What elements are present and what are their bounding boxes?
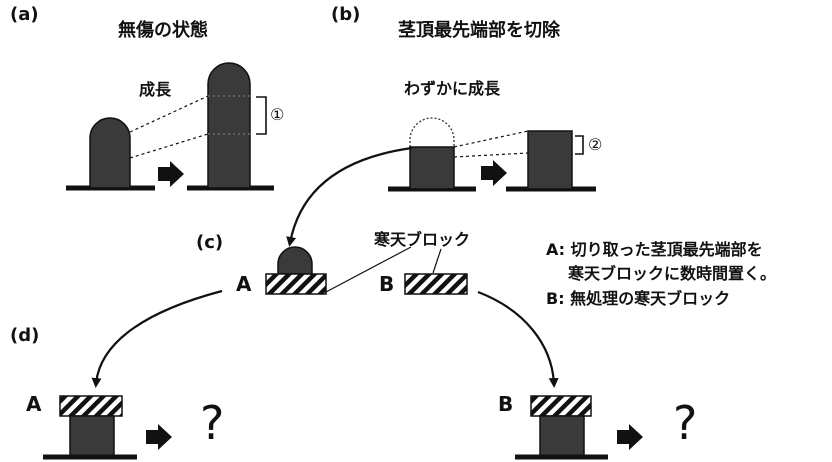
growth-guide-line: [129, 133, 209, 159]
panel-a-title: 無傷の状態: [118, 20, 208, 41]
legend-line-a-cont: 寒天ブロックに数時間置く。: [568, 264, 777, 283]
arrow-right: [481, 160, 507, 186]
stem-short: [89, 117, 131, 189]
arrow-right: [158, 161, 184, 187]
panel-c-label: (c): [196, 232, 224, 253]
bracket: [575, 135, 584, 155]
panel-d-right: [515, 395, 643, 460]
panel-d-label: (d): [10, 325, 40, 346]
agar-block-label: 寒天ブロック: [374, 230, 471, 249]
agar-block-b-on-stem: [530, 395, 592, 417]
block-b-label: B: [379, 272, 395, 296]
panel-d-right-label: B: [498, 392, 514, 416]
decapitated-stem: [69, 415, 115, 457]
panel-b-label: (b): [331, 4, 361, 25]
panel-b-title: 茎頂最先端部を切除: [398, 20, 560, 41]
curved-arrow-b-to-c: [286, 146, 413, 247]
panel-a: [66, 62, 274, 191]
legend-line-b: B: 無処理の寒天ブロック: [546, 289, 731, 308]
curved-arrow-b-to-d: [477, 290, 559, 388]
panel-d-left-label: A: [26, 392, 42, 416]
excised-tip: [277, 246, 313, 275]
agar-pointer-line: [432, 248, 442, 274]
removed-tip-outline: [409, 117, 455, 147]
unknown-result-left: ?: [200, 396, 225, 450]
panel-d-left: [43, 395, 172, 460]
unknown-result-right: ?: [673, 396, 698, 450]
panel-b: [388, 117, 596, 192]
marker-1: ①: [270, 105, 285, 124]
marker-2: ②: [588, 135, 603, 154]
cut-stem: [409, 146, 455, 190]
slight-growth-label: わずかに成長: [404, 79, 501, 98]
block-a-label: A: [236, 272, 252, 296]
agar-block-a-on-stem: [59, 395, 123, 417]
stem-tall: [207, 62, 251, 189]
growth-guide-line: [453, 130, 529, 148]
agar-block-b: [404, 273, 468, 295]
arrow-right: [617, 424, 643, 450]
arrow-right: [146, 424, 172, 450]
panel-a-label: (a): [10, 4, 39, 25]
decapitated-stem: [539, 415, 585, 457]
cut-stem-grown: [527, 130, 573, 190]
growth-guide-line: [453, 152, 529, 158]
legend-line-a: A: 切り取った茎頂最先端部を: [546, 240, 763, 259]
curved-arrow-a-to-d: [91, 289, 223, 388]
bracket: [256, 96, 267, 135]
agar-pointer-line: [325, 246, 412, 293]
panel-c: [265, 246, 468, 295]
growth-label: 成長: [139, 80, 172, 99]
agar-block-a: [265, 273, 327, 295]
growth-guide-line: [129, 95, 209, 133]
